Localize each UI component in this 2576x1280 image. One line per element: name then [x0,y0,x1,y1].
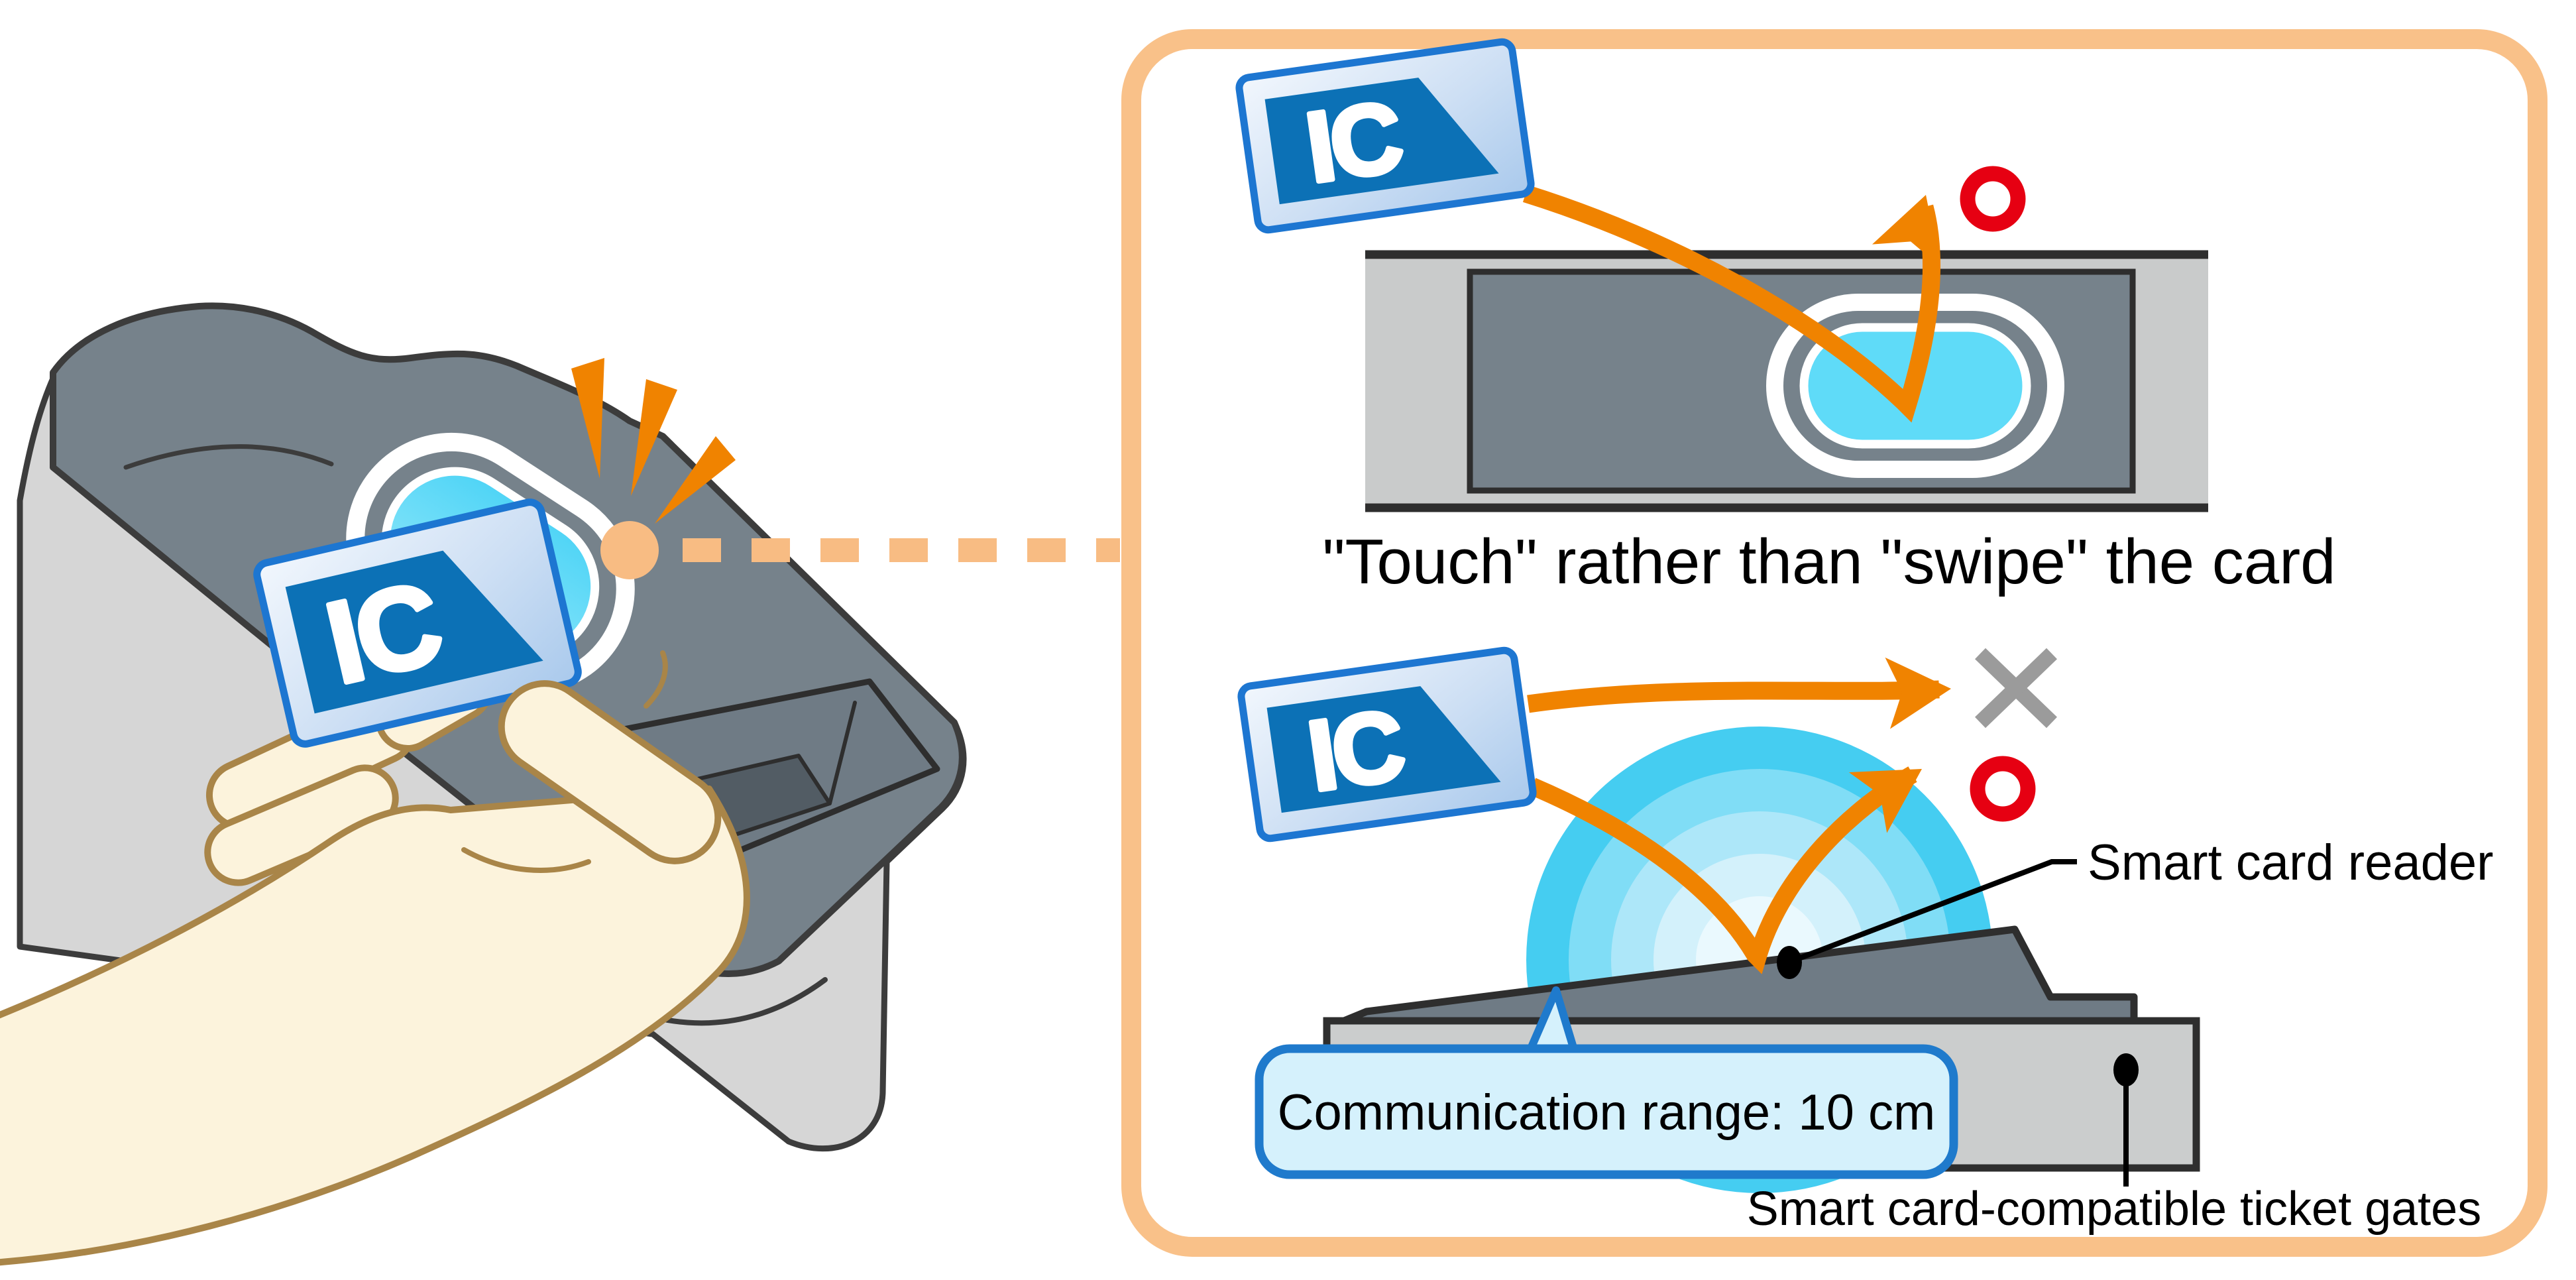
reader-top-view [1365,250,2208,512]
ic-card-label-bottom: IC [1302,689,1410,812]
correct-circle-mark-bottom [1970,756,2036,822]
gates-callout: Smart card-compatible ticket gates [1747,1053,2481,1236]
touch-spark-icon [571,358,736,524]
gates-point-dot [2113,1053,2139,1086]
range-bubble: Communication range: 10 cm [1255,986,1958,1179]
top-caption: "Touch" rather than "swipe" the card [1322,526,2335,597]
hand-thumb [498,680,722,864]
bottom-diagram: IC Smart card reader Communication range… [1237,646,2493,1236]
gates-label: Smart card-compatible ticket gates [1747,1183,2481,1236]
wrong-cross-mark [1975,648,2057,728]
swipe-arrow [1527,657,1951,729]
top-diagram: "Touch" rather than "swipe" the card IC [1235,38,2336,597]
touch-arrow-bottom [1528,766,1922,974]
hand-arm [0,785,750,1266]
reader-point-dot [1777,946,1802,979]
range-label: Communication range: 10 cm [1278,1084,1936,1141]
ic-card-icon-bottom: IC [1237,646,1537,843]
reader-callout: Smart card reader [1777,835,2493,979]
hand-knuckle-lines [461,650,668,873]
callout-dot-icon [600,521,659,579]
reader-label: Smart card reader [2088,835,2493,891]
ic-card-label-top: IC [1300,80,1408,204]
correct-circle-mark [1960,166,2026,232]
gate-top-detail-line [123,444,334,470]
touch-arrow [1522,185,1941,423]
ic-card-icon: IC [253,498,582,748]
ticket-gate-illustration: IC [0,302,1120,1266]
ic-card-icon-top: IC [1235,38,1535,234]
